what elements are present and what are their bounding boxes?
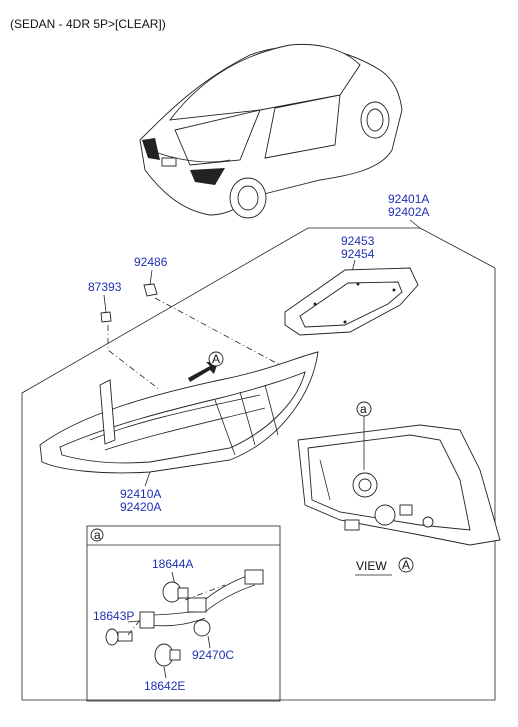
leader-18642 (163, 666, 167, 679)
label-92470c: 92470C (192, 648, 234, 662)
inset-a-circle (90, 528, 104, 542)
dash-inset-2 (127, 619, 141, 636)
car-illustration (139, 43, 403, 219)
label-92453: 92453 (341, 234, 375, 248)
leader-92401 (409, 219, 421, 229)
socket-harness-92470c (139, 569, 264, 637)
screw-87393 (100, 311, 112, 323)
label-87393: 87393 (88, 280, 122, 294)
dash-92486 (154, 297, 281, 366)
inset-a-text: a (94, 528, 101, 542)
label-18642e: 18642E (144, 679, 185, 693)
label-18643p: 18643P (93, 609, 134, 623)
marker-a-circle (208, 351, 224, 367)
leader-92410 (144, 471, 151, 487)
view-marker-circle (398, 557, 414, 573)
bulb-inset-box (86, 525, 281, 702)
leader-87393 (103, 294, 107, 313)
marker-a-text: A (212, 352, 220, 366)
label-92420a: 92420A (120, 500, 161, 514)
bulb-18642e (154, 643, 181, 667)
view-a-circle-text: a (360, 402, 367, 416)
gasket-92453 (284, 267, 419, 336)
label-92454: 92454 (341, 247, 375, 261)
bulb-18644a (162, 581, 189, 603)
nut-92486 (143, 283, 158, 297)
assembly-outline (21, 227, 496, 701)
view-arrow (188, 362, 218, 382)
view-marker-text: A (402, 558, 410, 572)
label-92401a: 92401A (388, 192, 429, 206)
label-92402a: 92402A (388, 205, 429, 219)
tail-lamp-92410a (39, 351, 319, 474)
label-92486: 92486 (134, 255, 168, 269)
variant-header: (SEDAN - 4DR 5P>[CLEAR]) (10, 17, 166, 31)
dash-inset-1 (184, 584, 226, 601)
lamp-rear-view (297, 424, 501, 546)
leader-92486 (149, 269, 153, 286)
bulb-18643p (105, 628, 133, 646)
label-18644a: 18644A (152, 557, 193, 571)
leader-92470 (207, 635, 211, 649)
dash-87393 (107, 325, 161, 391)
label-92410a: 92410A (120, 487, 161, 501)
view-label: VIEW (356, 559, 387, 573)
